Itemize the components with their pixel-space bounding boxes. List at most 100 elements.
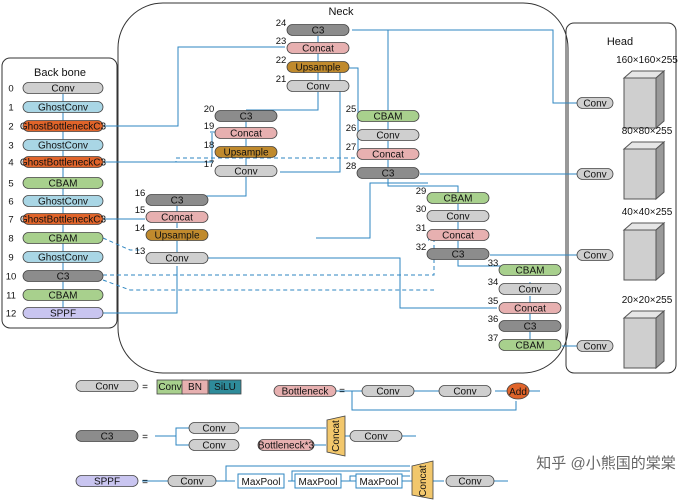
neck-c3-24-index: 24 bbox=[276, 18, 287, 29]
neck-c3-24-label: C3 bbox=[312, 26, 325, 37]
legend-conv-part-conv: Conv bbox=[158, 382, 181, 393]
legend-maxpool-2-label: MaxPool bbox=[299, 477, 338, 488]
head-conv-2-box bbox=[576, 168, 614, 180]
backbone-ghostbottleneckc3-4-box bbox=[22, 156, 104, 168]
neck-conv-26-label: Conv bbox=[376, 131, 399, 142]
neck-concat-15-label: Concat bbox=[161, 213, 193, 224]
legend-sppf-equals: = bbox=[142, 477, 148, 488]
backbone-index-7: 7 bbox=[8, 215, 13, 226]
neck-conv-13-index: 13 bbox=[135, 246, 146, 257]
backbone-cbam-11-box bbox=[22, 289, 104, 301]
neck-conv-13-box bbox=[145, 252, 209, 264]
neck-conv-34-label: Conv bbox=[518, 285, 541, 296]
backbone-ghostbottleneckc3-2-label: GhostBottleneckC3 bbox=[20, 122, 107, 133]
neck-conv-13-label: Conv bbox=[165, 254, 188, 265]
neck-c3-16-label: C3 bbox=[171, 196, 184, 207]
neck-cbam-25-box bbox=[356, 110, 420, 122]
neck-conv-30-label: Conv bbox=[446, 212, 469, 223]
head-panel bbox=[565, 22, 677, 374]
neck-conv-30-box bbox=[426, 210, 490, 222]
legend-c3-bottleneck-label: Bottleneck*3 bbox=[258, 441, 315, 452]
backbone-ghostconv-1-box bbox=[22, 101, 104, 113]
backbone-index-10: 10 bbox=[6, 272, 17, 283]
neck-conv-17-index: 17 bbox=[204, 159, 215, 170]
neck-upsample-18-box bbox=[214, 146, 278, 158]
neck-cbam-33-index: 33 bbox=[488, 258, 499, 269]
legend-sppf-concat-bar bbox=[411, 460, 434, 500]
legend-conv-part-silu: SiLU bbox=[214, 382, 236, 393]
legend-c3-bottleneck-box bbox=[257, 439, 315, 451]
neck-c3-28-box bbox=[356, 167, 420, 179]
neck-c3-32-box bbox=[426, 248, 490, 260]
neck-conv-21-index: 21 bbox=[276, 74, 287, 85]
head-box-2 bbox=[622, 140, 666, 201]
backbone-cbam-8-box bbox=[22, 232, 104, 244]
backbone-panel bbox=[1, 57, 118, 329]
neck-c3-16-index: 16 bbox=[135, 188, 146, 199]
neck-cbam-25-index: 25 bbox=[346, 104, 357, 115]
backbone-cbam-11-label: CBAM bbox=[49, 291, 78, 302]
neck-conv-26-box bbox=[356, 129, 420, 141]
neck-concat-35-box bbox=[498, 302, 562, 314]
neck-cbam-29-box bbox=[426, 192, 490, 204]
neck-concat-15-box bbox=[145, 211, 209, 223]
nodes-layer: Conv0GhostConv1GhostBottleneckC32GhostCo… bbox=[6, 18, 678, 500]
neck-cbam-29-index: 29 bbox=[416, 186, 427, 197]
legend-sppf-conv-in-box bbox=[167, 475, 217, 487]
legend-bottleneck-conv-2-label: Conv bbox=[453, 387, 476, 398]
backbone-cbam-5-label: CBAM bbox=[49, 179, 78, 190]
neck-conv-26-index: 26 bbox=[346, 123, 357, 134]
backbone-index-5: 5 bbox=[8, 179, 13, 190]
legend-c3-conv-2-label: Conv bbox=[202, 441, 225, 452]
neck-cbam-37-index: 37 bbox=[488, 333, 499, 344]
backbone-index-0: 0 bbox=[8, 84, 13, 95]
neck-upsample-22-box bbox=[286, 61, 350, 73]
head-output-dim-2: 80×80×255 bbox=[622, 126, 673, 137]
backbone-ghostbottleneckc3-4-label: GhostBottleneckC3 bbox=[20, 158, 107, 169]
legend-add-label: Add bbox=[509, 387, 527, 398]
watermark-text: 知乎 @小熊国的棠棠 bbox=[536, 455, 675, 472]
neck-conv-21-label: Conv bbox=[306, 82, 329, 93]
backbone-index-4: 4 bbox=[8, 158, 13, 169]
head-conv-3-box bbox=[576, 249, 614, 261]
legend-bottleneck-label: Bottleneck bbox=[282, 387, 330, 398]
neck-conv-21-box bbox=[286, 80, 350, 92]
backbone-conv-0-box bbox=[22, 82, 104, 94]
neck-c3-20-box bbox=[214, 110, 278, 122]
neck-concat-19-box bbox=[214, 127, 278, 139]
legend-c3-box bbox=[75, 430, 139, 442]
neck-cbam-25-label: CBAM bbox=[374, 112, 403, 123]
neck-c3-16-box bbox=[145, 194, 209, 206]
legend-conv-equals: = bbox=[142, 382, 148, 393]
backbone-title: Back bone bbox=[34, 67, 86, 79]
neck-upsample-14-index: 14 bbox=[135, 223, 146, 234]
head-output-dim-4: 20×20×255 bbox=[622, 295, 673, 306]
backbone-index-11: 11 bbox=[6, 291, 16, 302]
neck-c3-36-index: 36 bbox=[488, 314, 499, 325]
legend-conv-part-bn: BN bbox=[188, 382, 202, 393]
neck-conv-17-label: Conv bbox=[234, 167, 257, 178]
neck-concat-27-box bbox=[356, 148, 420, 160]
legend-c3-concat-bar bbox=[326, 415, 346, 457]
neck-cbam-29-label: CBAM bbox=[444, 194, 473, 205]
legend-c3-conv-out-label: Conv bbox=[364, 432, 387, 443]
neck-concat-23-box bbox=[286, 42, 350, 54]
neck-conv-17-box bbox=[214, 165, 278, 177]
neck-conv-30-index: 30 bbox=[416, 204, 427, 215]
legend-sppf-box bbox=[75, 475, 139, 487]
neck-upsample-18-label: Upsample bbox=[223, 148, 268, 159]
legend-sppf-concat-label: Concat bbox=[418, 465, 429, 497]
neck-concat-27-index: 27 bbox=[346, 142, 357, 153]
neck-concat-15-index: 15 bbox=[135, 205, 146, 216]
neck-c3-20-label: C3 bbox=[240, 112, 253, 123]
head-conv-2-label: Conv bbox=[583, 170, 606, 181]
backbone-index-1: 1 bbox=[8, 103, 13, 114]
legend-maxpool-1-label: MaxPool bbox=[242, 477, 281, 488]
backbone-index-12: 12 bbox=[6, 309, 17, 320]
head-title: Head bbox=[607, 36, 633, 48]
neck-concat-19-label: Concat bbox=[230, 129, 262, 140]
head-conv-1-label: Conv bbox=[583, 99, 606, 110]
neck-title: Neck bbox=[328, 6, 354, 18]
neck-concat-27-label: Concat bbox=[372, 150, 404, 161]
head-outputs bbox=[622, 69, 666, 370]
